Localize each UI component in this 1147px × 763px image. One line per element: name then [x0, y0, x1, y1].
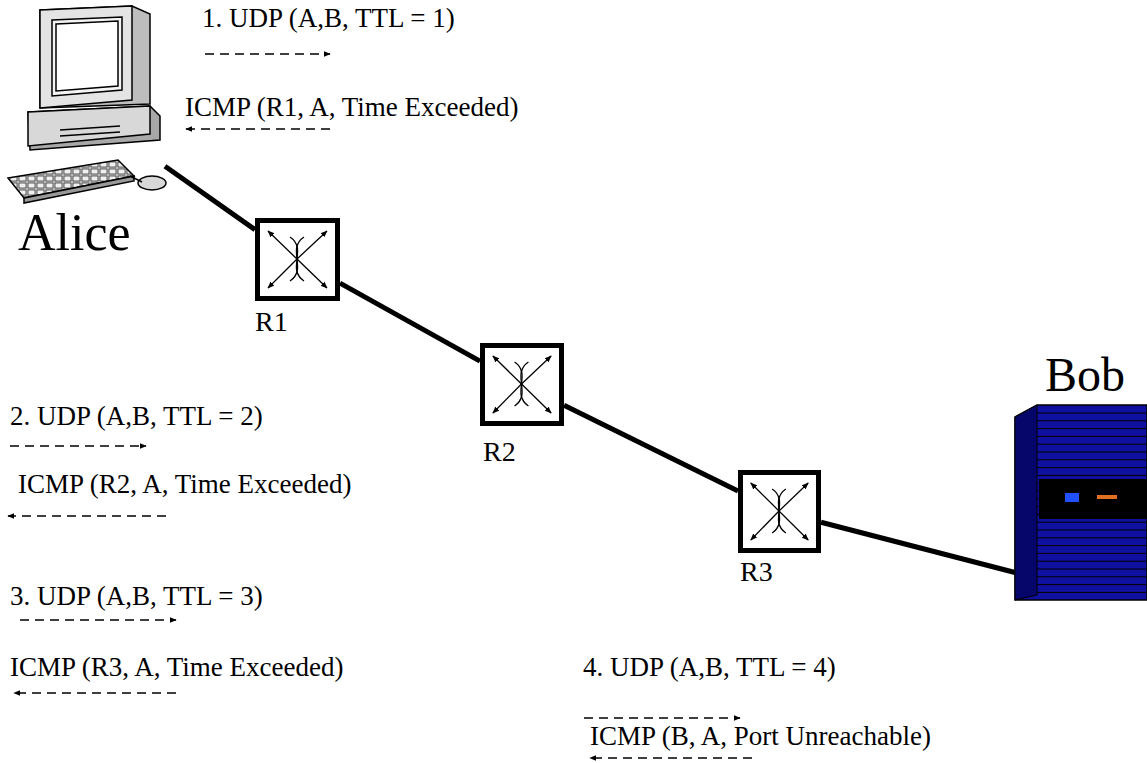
server-host: Bob	[1015, 405, 1147, 600]
node-name: Bob	[1045, 347, 1125, 402]
probe-arrow	[20, 619, 176, 621]
probe-arrow	[205, 53, 330, 55]
network-link	[165, 166, 255, 229]
router-icon	[260, 223, 335, 296]
router-box: R2	[480, 343, 564, 426]
reply-arrow	[590, 757, 752, 759]
computer-icon	[8, 6, 166, 203]
node-name: R1	[255, 306, 288, 338]
node-name: Alice	[18, 203, 131, 263]
packet-label: 3. UDP (A,B, TTL = 3)	[10, 581, 263, 612]
packet-label: ICMP (B, A, Port Unreachable)	[590, 721, 931, 752]
packet-label: 2. UDP (A,B, TTL = 2)	[10, 401, 263, 432]
router-box: R3	[738, 470, 821, 553]
router-icon	[485, 348, 559, 421]
reply-arrow	[186, 128, 330, 130]
network-link	[821, 522, 1015, 572]
router-icon	[743, 475, 816, 548]
server-icon	[1015, 405, 1147, 600]
probe-arrow	[584, 717, 740, 719]
reply-arrow	[8, 515, 166, 517]
packet-label: 1. UDP (A,B, TTL = 1)	[202, 3, 455, 34]
probe-arrow	[10, 445, 146, 447]
host-computer: Alice	[5, 5, 165, 190]
reply-arrow	[14, 692, 176, 694]
packet-label: 4. UDP (A,B, TTL = 4)	[583, 652, 836, 683]
router-box: R1	[255, 218, 340, 301]
packet-label: ICMP (R2, A, Time Exceeded)	[18, 469, 352, 500]
node-name: R3	[740, 556, 773, 588]
node-name: R2	[483, 436, 516, 468]
network-link	[564, 405, 738, 491]
packet-label: ICMP (R1, A, Time Exceeded)	[185, 92, 519, 123]
network-link	[340, 283, 480, 361]
packet-label: ICMP (R3, A, Time Exceeded)	[10, 652, 344, 683]
